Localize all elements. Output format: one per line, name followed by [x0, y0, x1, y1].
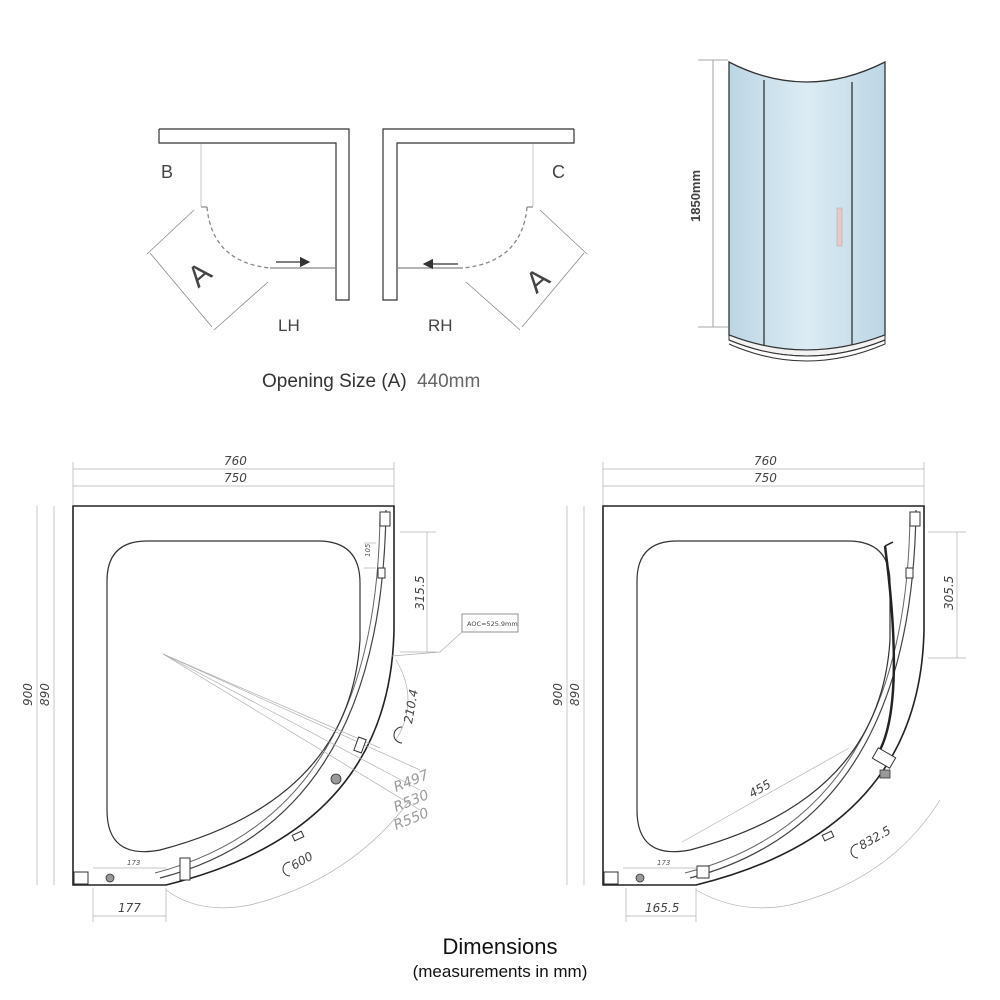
- hinge-left-2: [179, 857, 191, 881]
- elevation-view: 1850mm: [688, 59, 886, 362]
- height-outer-right: 900: [551, 683, 565, 706]
- height-outer: 900: [21, 683, 35, 706]
- hinge-left-1: [330, 773, 342, 785]
- door-arc-lh: [206, 206, 271, 269]
- label-b: B: [161, 162, 173, 182]
- width-outer-right: 760: [754, 454, 777, 468]
- hinge-right-2: [696, 865, 710, 879]
- tech-drawing-right: 760 750 900 890 305.5 455 173: [551, 454, 966, 922]
- door-handle: [836, 207, 843, 247]
- callout-box: [461, 613, 519, 633]
- label-a-right: A: [520, 262, 557, 300]
- label-lh: LH: [278, 316, 300, 335]
- arc-832: 832.5: [857, 823, 894, 852]
- footer-subtitle: (measurements in mm): [412, 962, 588, 981]
- dim-105: 105: [364, 543, 372, 557]
- wall-rh: [382, 128, 575, 301]
- hinge-right-1: [871, 747, 897, 769]
- label-c: C: [552, 162, 565, 182]
- wall-lh: [158, 128, 350, 301]
- plan-lh: A B LH: [146, 128, 350, 335]
- svg-text:Opening Size (A) 440mm: Opening Size (A) 440mm: [262, 371, 480, 392]
- sliding-door-right: [878, 545, 896, 751]
- width-inner: 750: [224, 471, 247, 485]
- dim-165: 165.5: [645, 901, 679, 915]
- callout-text: AOC=525.9mm: [467, 620, 518, 628]
- shower-glass: [728, 60, 886, 351]
- door-arc-rh: [462, 206, 528, 269]
- tray-outline-right: [602, 505, 925, 886]
- arc-600: 600: [289, 849, 316, 873]
- width-outer: 760: [224, 454, 247, 468]
- tray-outline: [72, 505, 395, 886]
- dim-177: 177: [118, 901, 141, 915]
- dim-305: 305.5: [942, 576, 956, 610]
- width-inner-right: 750: [754, 471, 777, 485]
- plan-rh: A C RH: [382, 128, 588, 335]
- height-label: 1850mm: [688, 170, 703, 222]
- dim-315: 315.5: [413, 576, 427, 610]
- opening-size-value: 440mm: [417, 371, 480, 392]
- tech-drawing-left: 760 750 900 890 315.5 105 AOC=525.9mm 21…: [21, 454, 519, 922]
- dim-173-right: 173: [657, 859, 670, 867]
- dim-455: 455: [747, 777, 774, 801]
- footer-title: Dimensions: [442, 934, 558, 959]
- label-a-left: A: [182, 256, 219, 294]
- opening-size-label: Opening Size (A): [262, 371, 407, 392]
- dim-173-left: 173: [127, 859, 140, 867]
- tray-basin-right: [636, 540, 891, 853]
- door-handle-left: [353, 736, 367, 754]
- tray-basin: [106, 540, 361, 853]
- height-inner: 890: [38, 683, 52, 706]
- dim-210: 210.4: [401, 688, 421, 724]
- label-rh: RH: [428, 316, 453, 335]
- height-inner-right: 890: [568, 683, 582, 706]
